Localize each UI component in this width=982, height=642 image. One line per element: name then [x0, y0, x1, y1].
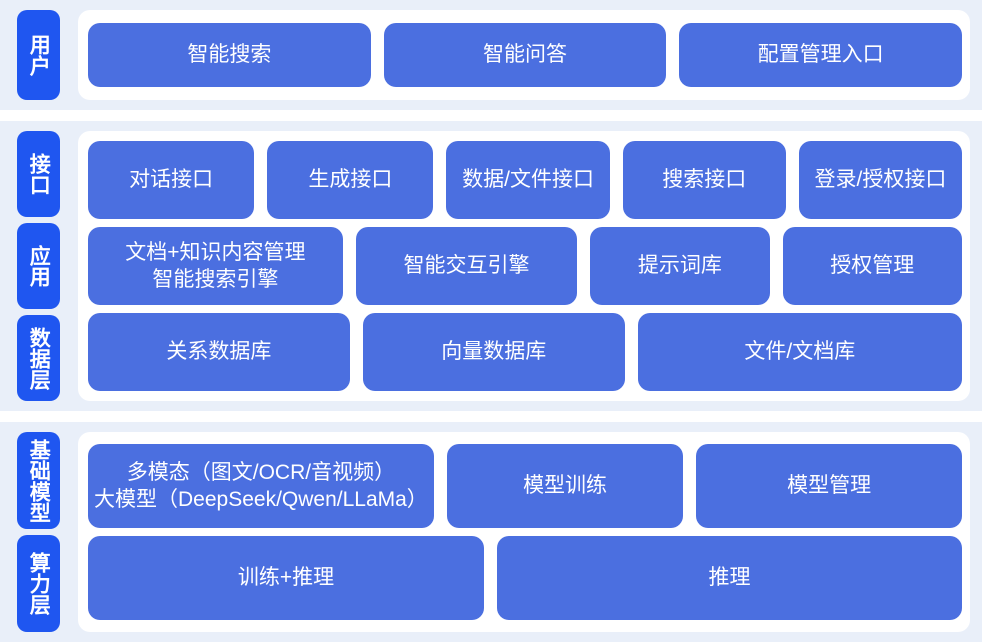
rail-user: 用户	[17, 10, 60, 100]
row-compute: 训练+推理 推理	[88, 536, 962, 620]
box-label: 配置管理入口	[757, 43, 884, 67]
box-file-document-store[interactable]: 文件/文档库	[637, 313, 962, 391]
layer-label-foundation-model: 基础模型	[17, 432, 60, 529]
box-model-management[interactable]: 模型管理	[696, 444, 962, 528]
layer-label-compute: 算力层	[17, 535, 60, 632]
box-vector-database[interactable]: 向量数据库	[362, 313, 625, 391]
box-training-and-inference[interactable]: 训练+推理	[88, 536, 484, 620]
box-label: 生成接口	[308, 168, 393, 192]
box-label: 智能交互引擎	[403, 254, 530, 278]
box-authorization-management[interactable]: 授权管理	[782, 227, 963, 305]
row-interface: 对话接口 生成接口 数据/文件接口 搜索接口 登录/授权接口	[88, 141, 962, 219]
box-label: 智能搜索	[187, 43, 272, 67]
box-label: 向量数据库	[441, 340, 547, 364]
rail-bottom: 基础模型 算力层	[17, 432, 60, 632]
box-label: 授权管理	[830, 254, 915, 278]
box-label: 搜索接口	[662, 168, 747, 192]
row-user-entries: 智能搜索 智能问答 配置管理入口	[88, 23, 963, 87]
box-label: 训练+推理	[237, 566, 335, 590]
box-label: 推理	[708, 566, 751, 590]
box-label: 智能问答	[483, 43, 567, 67]
box-config-management-entry[interactable]: 配置管理入口	[679, 23, 963, 87]
box-generation-api[interactable]: 生成接口	[267, 141, 434, 219]
panel-bottom: 多模态（图文/OCR/音视频） 大模型（DeepSeek/Qwen/LLaMa）…	[78, 432, 970, 632]
box-prompt-library[interactable]: 提示词库	[590, 227, 770, 305]
box-label: 关系数据库	[166, 340, 272, 364]
layer-label-user: 用户	[17, 10, 60, 100]
box-smart-qa[interactable]: 智能问答	[383, 23, 667, 87]
box-dialog-api[interactable]: 对话接口	[88, 141, 255, 219]
section-user: 用户 智能搜索 智能问答 配置管理入口	[0, 0, 982, 110]
box-smart-search[interactable]: 智能搜索	[88, 23, 371, 87]
row-data: 关系数据库 向量数据库 文件/文档库	[88, 313, 962, 391]
row-foundation-model: 多模态（图文/OCR/音视频） 大模型（DeepSeek/Qwen/LLaMa）…	[88, 444, 962, 528]
layer-label-interface: 接口	[17, 131, 60, 217]
box-data-file-api[interactable]: 数据/文件接口	[446, 141, 610, 219]
box-smart-interaction-engine[interactable]: 智能交互引擎	[355, 227, 578, 305]
box-multimodal-large-model[interactable]: 多模态（图文/OCR/音视频） 大模型（DeepSeek/Qwen/LLaMa）	[88, 444, 434, 528]
panel-user: 智能搜索 智能问答 配置管理入口	[78, 10, 970, 100]
box-label: 模型训练	[523, 474, 608, 498]
section-middle: 接口 应用 数据层 对话接口 生成接口 数据/文件接口 搜索接口 登录/授权接	[0, 121, 982, 411]
box-label: 对话接口	[129, 168, 214, 192]
box-label-line-2: 智能搜索引擎	[152, 268, 279, 291]
box-search-api[interactable]: 搜索接口	[622, 141, 786, 219]
box-label-line-1: 多模态（图文/OCR/音视频）	[126, 460, 396, 484]
box-label: 登录/授权接口	[814, 168, 947, 192]
box-label: 文件/文档库	[744, 340, 856, 364]
box-login-auth-api[interactable]: 登录/授权接口	[798, 141, 962, 219]
box-relational-database[interactable]: 关系数据库	[88, 313, 350, 391]
box-model-training[interactable]: 模型训练	[446, 444, 684, 528]
rail-middle: 接口 应用 数据层	[17, 131, 60, 401]
box-document-knowledge-management[interactable]: 文档+知识内容管理 智能搜索引擎	[88, 227, 343, 305]
box-label: 数据/文件接口	[462, 168, 594, 192]
box-label: 提示词库	[637, 254, 722, 278]
box-label-line-1: 文档+知识内容管理	[125, 240, 306, 264]
box-label-line-2: 大模型（DeepSeek/Qwen/LLaMa）	[94, 488, 428, 511]
box-label: 模型管理	[787, 474, 872, 498]
section-bottom: 基础模型 算力层 多模态（图文/OCR/音视频） 大模型（DeepSeek/Qw…	[0, 422, 982, 642]
layer-label-application: 应用	[17, 223, 60, 309]
layer-label-data: 数据层	[17, 315, 60, 401]
panel-middle: 对话接口 生成接口 数据/文件接口 搜索接口 登录/授权接口 文档+知识内容管理	[78, 131, 970, 401]
row-application: 文档+知识内容管理 智能搜索引擎 智能交互引擎 提示词库 授权管理	[88, 227, 963, 305]
box-inference[interactable]: 推理	[496, 536, 962, 620]
